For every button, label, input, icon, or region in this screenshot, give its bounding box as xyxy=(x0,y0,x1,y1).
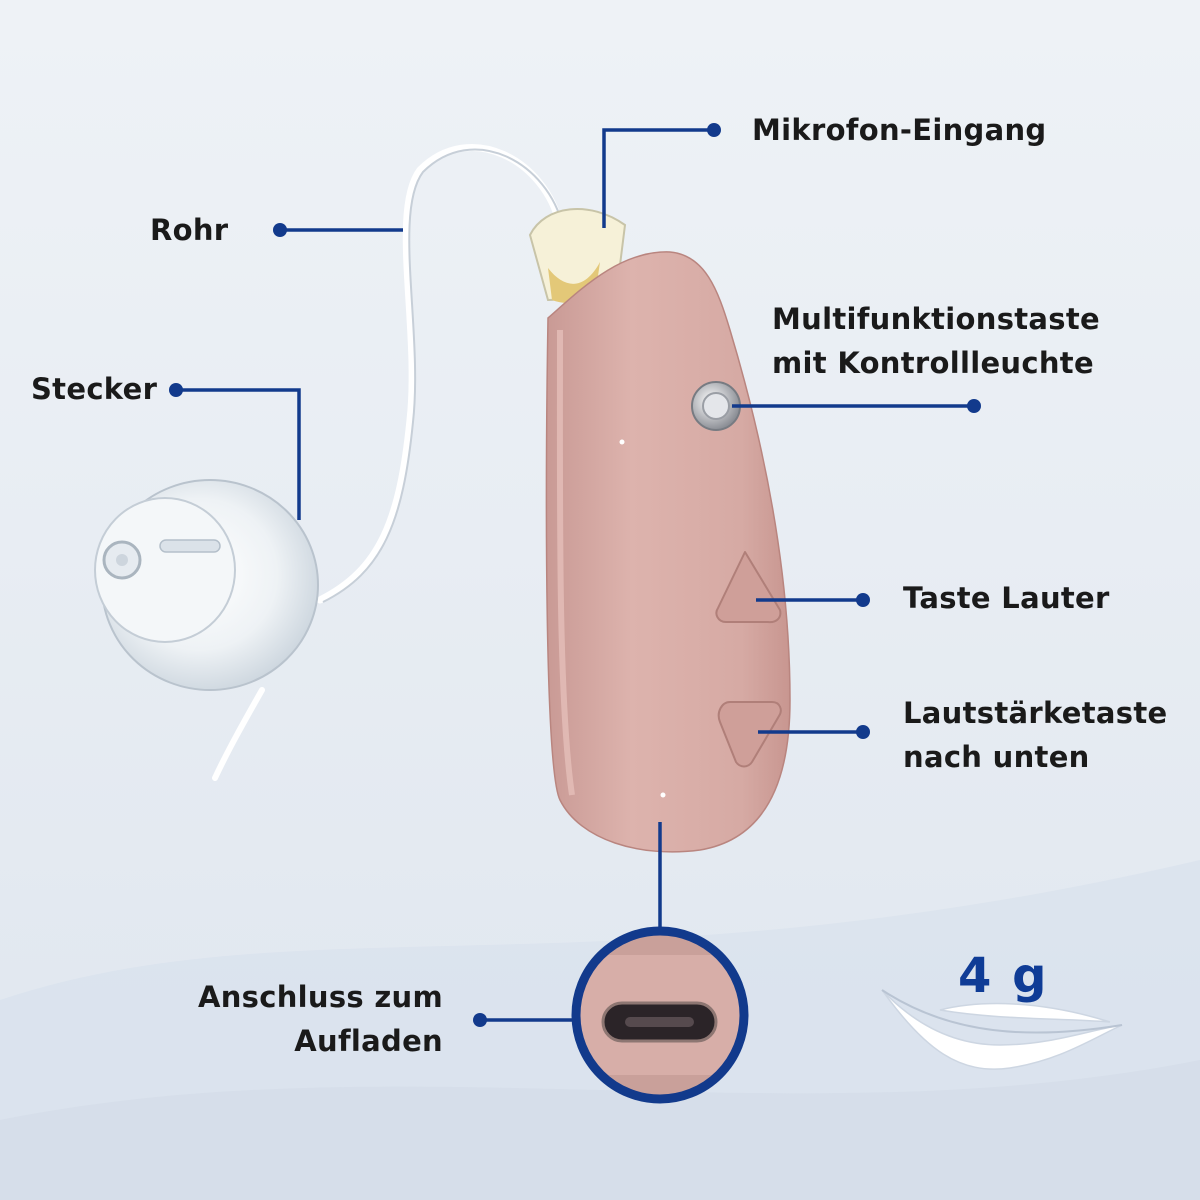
leader-dot xyxy=(273,223,287,237)
leader-dot xyxy=(856,593,870,607)
leader-mic xyxy=(602,128,714,228)
label-plug: Stecker xyxy=(31,372,158,406)
hearing-aid-body xyxy=(545,251,791,853)
leader-dot xyxy=(856,725,870,739)
label-volume-down-line1: Lautstärketaste xyxy=(903,696,1168,730)
tube xyxy=(316,144,564,604)
leader-dot xyxy=(707,123,721,137)
body-highlight xyxy=(556,329,575,796)
leader-plug xyxy=(176,388,301,520)
body-pin xyxy=(660,792,666,798)
volume-down-button[interactable] xyxy=(717,701,782,768)
tube-shadow xyxy=(322,148,564,603)
leader-dot xyxy=(473,1013,487,1027)
label-multifunction-line1: Multifunktionstaste xyxy=(772,302,1100,336)
label-microphone-input: Mikrofon-Eingang xyxy=(752,113,1047,147)
weight-value: 4 g xyxy=(958,948,1049,1004)
label-charging-port-line1: Anschluss zum xyxy=(197,980,443,1014)
volume-up-button[interactable] xyxy=(715,551,782,624)
leader-dot xyxy=(169,383,183,397)
leader-dot xyxy=(967,399,981,413)
retention-wire xyxy=(212,687,265,781)
body-pin xyxy=(619,439,625,445)
label-volume-up: Taste Lauter xyxy=(903,581,1110,615)
feather-icon xyxy=(881,989,1123,1070)
ear-dome xyxy=(94,479,319,691)
label-volume-down-line2: nach unten xyxy=(903,740,1090,774)
label-charging-port-line2: Aufladen xyxy=(294,1024,443,1058)
label-multifunction-line2: mit Kontrollleuchte xyxy=(772,346,1094,380)
multifunction-button[interactable] xyxy=(691,381,741,431)
label-tube: Rohr xyxy=(150,213,229,247)
background-wave xyxy=(0,1060,1200,1200)
